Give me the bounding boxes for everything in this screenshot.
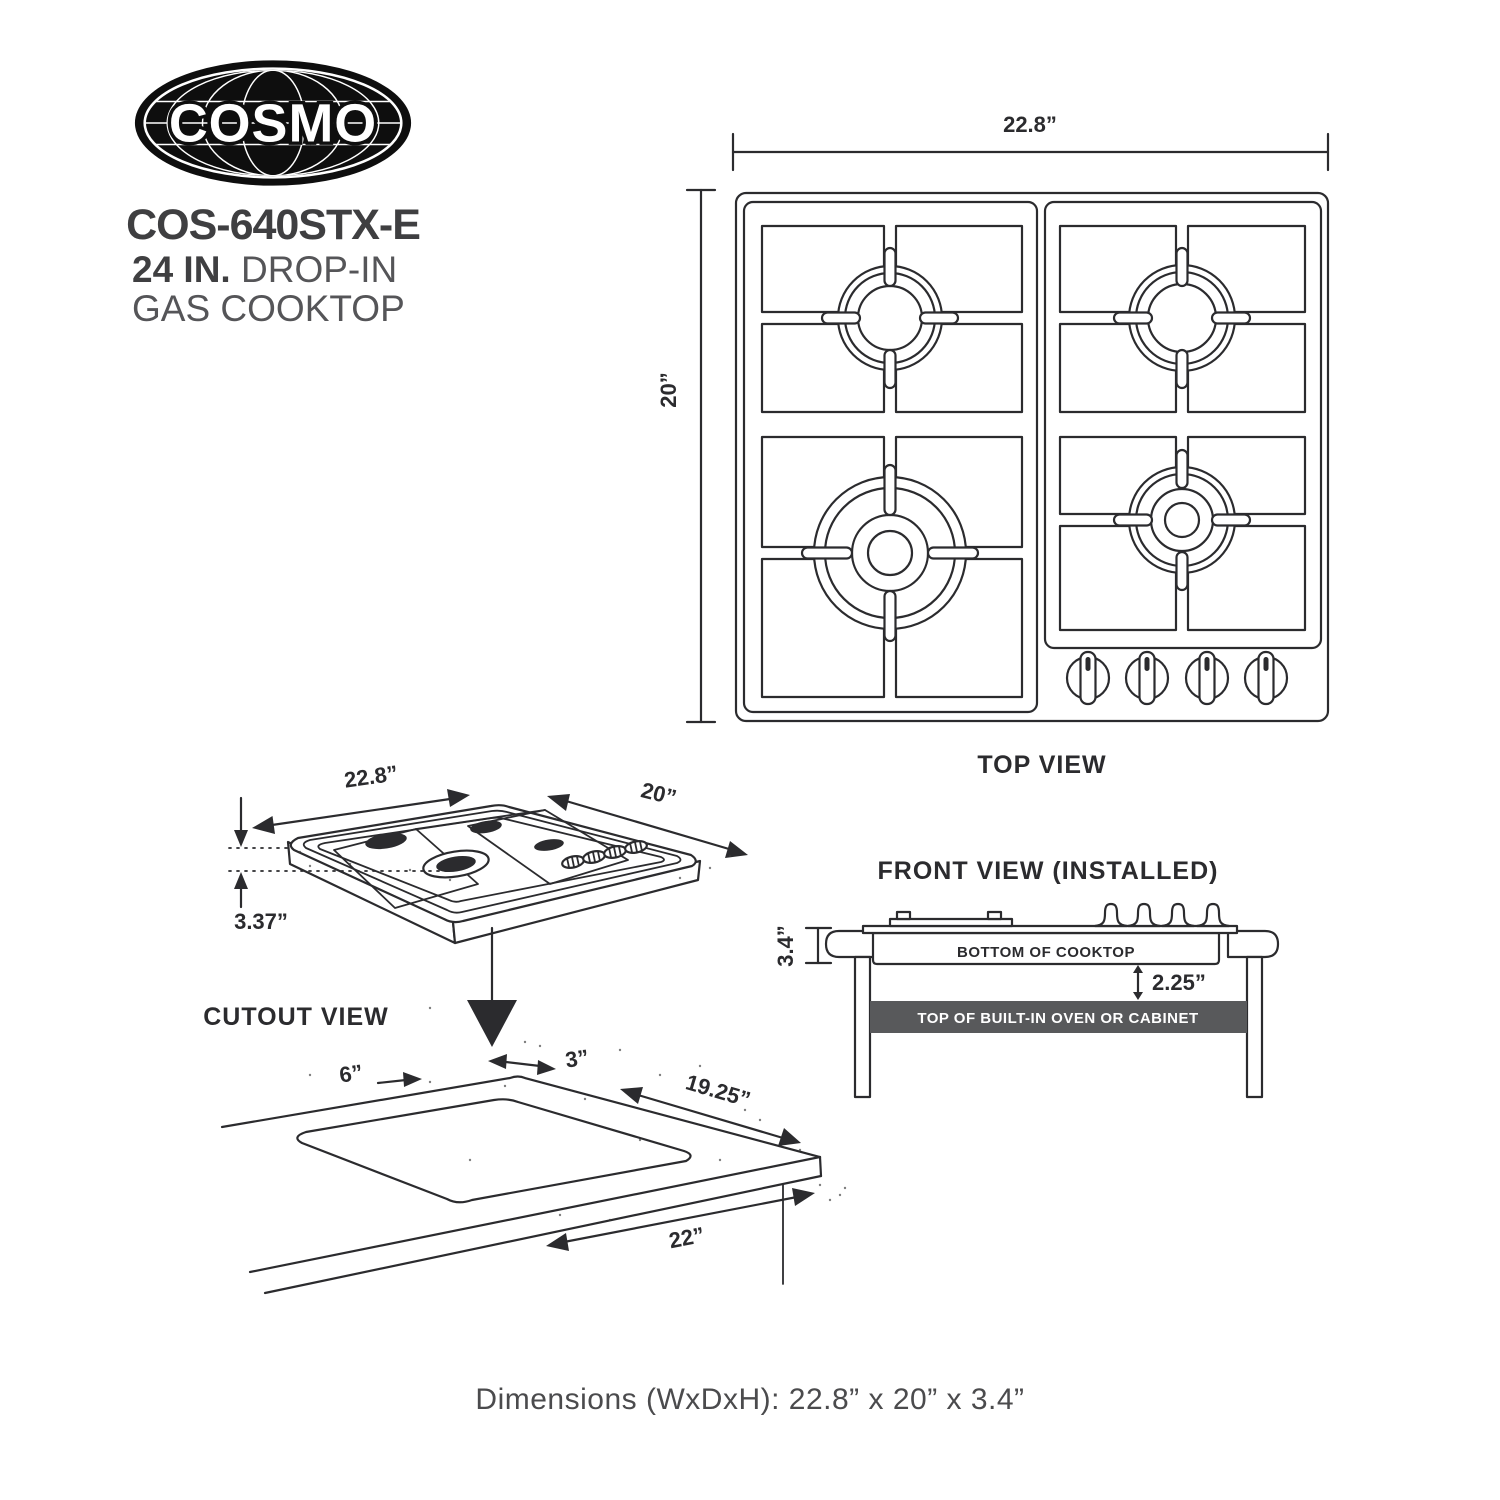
cabinet-bar (870, 1001, 1247, 1033)
burner-top-left (820, 246, 960, 390)
installed-height-label: 3.4” (773, 925, 798, 967)
type-line1: DROP-IN (241, 249, 398, 290)
globe-grid-icon (145, 70, 401, 176)
bottom-of-cooktop-label: BOTTOM OF COOKTOP (957, 944, 1135, 961)
cutout-depth-label: 20” (639, 777, 679, 810)
grate-profile (888, 910, 1014, 928)
model-number: COS-640STX-E (126, 201, 421, 249)
front-knobs (1093, 902, 1231, 928)
logo-wordmark: COSMO (169, 94, 377, 154)
front-view-title: FRONT VIEW (INSTALLED) (878, 857, 1219, 885)
burner-bottom-right (1112, 448, 1252, 592)
top-view-width-label: 22.8” (1003, 112, 1057, 137)
cosmo-logo-icon: COSMO (134, 60, 412, 186)
burner-bottom-left-wok (800, 463, 980, 643)
hole-depth-label: 19.25” (683, 1069, 753, 1112)
top-view-depth-label: 20” (656, 372, 681, 407)
drop-arrow-icon (467, 926, 517, 1047)
control-knobs (1065, 650, 1289, 706)
cutout-view-title: CUTOUT VIEW (203, 1003, 389, 1031)
product-type: 24 IN. DROP-IN GAS COOKTOP (118, 249, 428, 329)
iso-knobs (561, 840, 648, 869)
clearance-label: 2.25” (1152, 970, 1206, 995)
type-line2: GAS COOKTOP (132, 287, 405, 329)
hole-front-offset-label: 6” (338, 1060, 365, 1088)
speckle-dots (298, 850, 847, 1222)
burner-top-right (1112, 246, 1252, 390)
size-label: 24 IN. (132, 249, 231, 290)
hole-width-label: 22” (667, 1222, 707, 1253)
top-view-diagram: 22.8” 20” (656, 112, 1330, 779)
cutout-height-label: 3.37” (234, 909, 288, 934)
cabinet-label: TOP OF BUILT-IN OVEN OR CABINET (917, 1010, 1198, 1027)
top-view-title: TOP VIEW (977, 751, 1106, 779)
cutout-view-diagram: 22.8” 20” 3.37” CUTOUT VIEW (203, 760, 748, 1047)
brand-block: COSMO COS-640STX-E 24 IN. DROP-IN GAS CO… (118, 58, 428, 329)
front-view-diagram: FRONT VIEW (INSTALLED) TOP OF BUILT-IN O… (773, 857, 1280, 1099)
hole-corner-offset-label: 3” (564, 1045, 591, 1073)
overall-dimensions-text: Dimensions (WxDxH): 22.8” x 20” x 3.4” (475, 1383, 1025, 1416)
cutout-width-label: 22.8” (343, 760, 400, 792)
